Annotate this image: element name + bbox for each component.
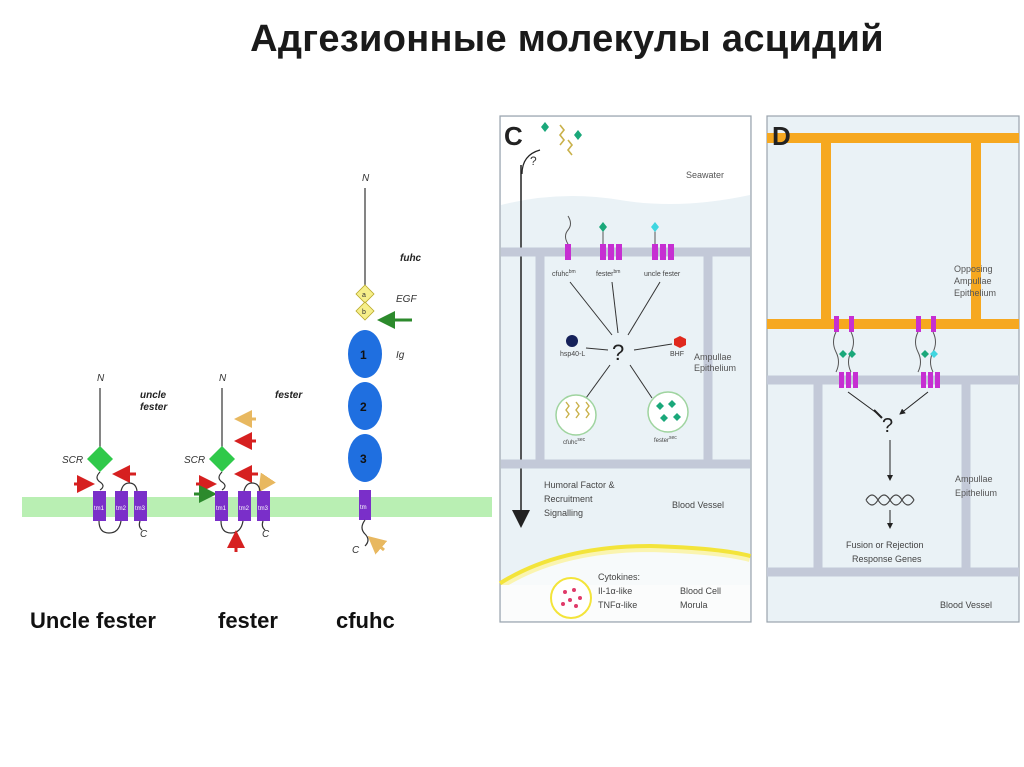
cfuhc-tm (359, 490, 371, 520)
label-uncle-fester: Uncle fester (30, 608, 156, 633)
svg-text:tm2: tm2 (239, 506, 250, 512)
humoral-line1: Humoral Factor & (544, 480, 615, 490)
fester-tm1 (215, 491, 228, 521)
panel-c-question: ? (612, 340, 624, 365)
uncle-fester-protein: N uncle fester SCR tm1 tm2 tm3 C (62, 373, 168, 540)
cfuhc-bm-label: cfuhcbm (552, 269, 576, 278)
fester-c-label: C (262, 529, 270, 540)
blood-vessel-d-label: Blood Vessel (940, 600, 992, 610)
uncle-fester-label: uncle fester (644, 271, 681, 278)
left-protein-diagram: N uncle fester SCR tm1 tm2 tm3 C N feste… (22, 173, 492, 556)
ig-label: Ig (396, 350, 405, 361)
egf-label: EGF (396, 294, 417, 305)
label-fester: fester (218, 608, 278, 633)
ampullae-c-line2: Epithelium (694, 363, 736, 373)
fester-sec-label: festersec (654, 435, 677, 444)
uncle-name-line2: fester (140, 402, 168, 413)
morula-cell (550, 577, 592, 619)
egf-domain-b (355, 301, 375, 321)
hsp40-label: hsp40-L (560, 351, 585, 358)
panel-d-question: ? (882, 415, 893, 437)
fester-tm2 (238, 491, 251, 521)
ig-domain-1 (348, 330, 382, 378)
ig-domain-3 (348, 434, 382, 482)
fester-scr-label: SCR (184, 455, 205, 466)
ampullae-c-line1: Ampullae (694, 352, 732, 362)
hsp40-molecule (566, 335, 578, 347)
seawater-label: Seawater (686, 170, 724, 180)
dna-helix (865, 494, 915, 506)
svg-text:tm3: tm3 (135, 506, 146, 512)
svg-text:tm1: tm1 (94, 506, 105, 512)
panel-d-letter: D (772, 121, 791, 151)
panel-c-top-question: ? (530, 154, 537, 168)
panel-d: D Opposing Ampullae Epithelium ? Amp (766, 115, 1020, 623)
blood-cell-line2: Morula (680, 600, 708, 610)
svg-text:3: 3 (360, 452, 367, 466)
fester-protein: N fester SCR tm1 tm2 tm3 C (184, 373, 303, 552)
uncle-scr-label: SCR (62, 455, 83, 466)
svg-text:1: 1 (360, 348, 367, 362)
uncle-n-label: N (97, 373, 105, 384)
fester-sec-vesicle (647, 391, 689, 433)
fusion-line2: Response Genes (852, 554, 922, 564)
cfuhc-n-label: N (362, 173, 370, 184)
uncle-scr-domain (87, 446, 113, 472)
ampullae-d-line2: Epithelium (955, 488, 997, 498)
uncle-tm3 (134, 491, 147, 521)
fester-tm3 (257, 491, 270, 521)
bhf-label: BHF (670, 351, 684, 358)
fester-bm-label: festerbm (596, 269, 620, 278)
cfuhc-tan-arrow (367, 536, 388, 555)
cfuhc-c-label: C (352, 545, 360, 556)
humoral-line2: Recruitment (544, 494, 593, 504)
cfuhc-sec-label: cfuhcsec (563, 437, 586, 446)
cytokines-line1: Cytokines: (598, 572, 640, 582)
cfuhc-sec-vesicle (555, 394, 597, 436)
blood-cell-line1: Blood Cell (680, 586, 721, 596)
bhf-molecule (674, 336, 686, 348)
fester-tan-arrow-2 (258, 472, 276, 493)
svg-text:tm: tm (360, 505, 367, 511)
label-cfuhc: cfuhc (336, 608, 395, 633)
fester-n-label: N (219, 373, 227, 384)
opposing-line1: Opposing (954, 264, 993, 274)
panel-c: C Seawater ? cfuhcbm festerbm uncle fest… (498, 115, 752, 623)
svg-text:b: b (362, 309, 366, 316)
ig-domain-2 (348, 382, 382, 430)
svg-text:2: 2 (360, 400, 367, 414)
svg-text:tm3: tm3 (258, 506, 269, 512)
opposing-line3: Epithelium (954, 288, 996, 298)
svg-text:a: a (362, 292, 366, 299)
blood-vessel-c-label: Blood Vessel (672, 500, 724, 510)
uncle-name-line1: uncle (140, 390, 167, 401)
humoral-line3: Signalling (544, 508, 583, 518)
ampullae-d-line1: Ampullae (955, 474, 993, 484)
page-title: Адгезионные молекулы асцидий (250, 18, 884, 60)
panel-c-letter: C (504, 121, 523, 151)
fester-scr-domain (209, 446, 235, 472)
opposing-line2: Ampullae (954, 276, 992, 286)
fusion-line1: Fusion or Rejection (846, 540, 924, 550)
cfuhc-protein: N fuhc a b EGF 1 2 3 Ig tm C (348, 173, 422, 556)
uncle-c-label: C (140, 529, 148, 540)
svg-text:tm1: tm1 (216, 506, 227, 512)
uncle-tm1 (93, 491, 106, 521)
cytokines-line3: TNFα-like (598, 600, 637, 610)
fester-name-label: fester (275, 390, 303, 401)
cytokines-line2: Il-1α-like (598, 586, 632, 596)
cfuhc-name-label: fuhc (400, 253, 422, 264)
svg-text:tm2: tm2 (116, 506, 127, 512)
uncle-tm2 (115, 491, 128, 521)
